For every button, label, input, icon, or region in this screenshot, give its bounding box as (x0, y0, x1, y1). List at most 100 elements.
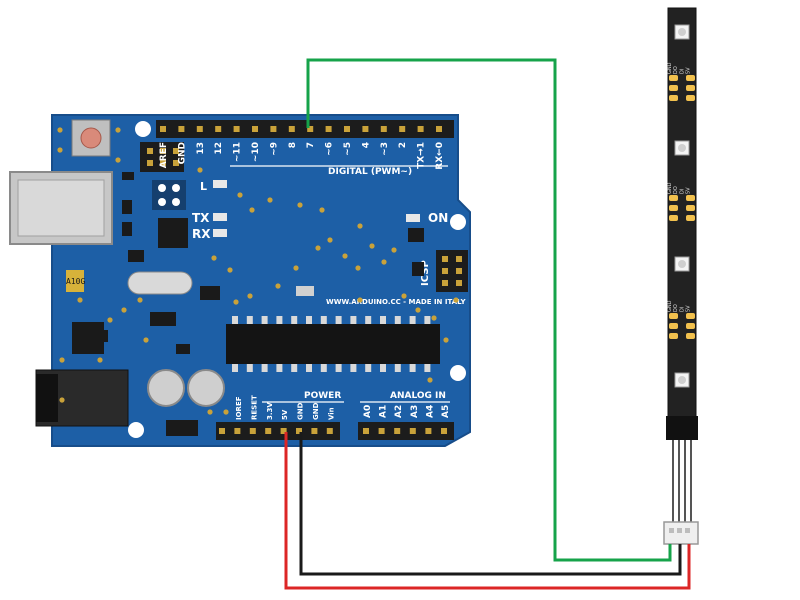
via (249, 207, 255, 213)
analog-pin-label: A0 (363, 405, 373, 418)
power-pin[interactable] (234, 428, 241, 434)
icsp-header (436, 250, 468, 292)
mounting-hole (135, 121, 151, 137)
power-pin-label: 5V (281, 409, 289, 420)
via (369, 243, 375, 249)
power-header-label: POWER (304, 391, 341, 401)
chip-pin (350, 364, 357, 372)
via (357, 223, 363, 229)
header-pin[interactable] (307, 126, 314, 132)
via (275, 283, 281, 289)
atmega-chip (226, 316, 440, 372)
status-leds (213, 180, 420, 237)
power-header (216, 422, 340, 440)
via (391, 247, 397, 253)
header-pin[interactable] (270, 126, 277, 132)
top-pin-label: 8 (288, 142, 298, 148)
header-pin[interactable] (178, 126, 185, 132)
via (381, 259, 387, 265)
header-pin[interactable] (417, 126, 424, 132)
via (357, 297, 363, 303)
capacitor (187, 369, 225, 407)
header-pin[interactable] (215, 126, 222, 132)
via (121, 307, 127, 313)
header-pin[interactable] (362, 126, 369, 132)
chip-pin (276, 364, 283, 372)
power-pin[interactable] (311, 428, 318, 434)
analog-pin[interactable] (394, 428, 401, 434)
analog-pin[interactable] (441, 428, 447, 434)
power-pin-label: 3.3V (266, 402, 274, 420)
header-pin[interactable] (325, 126, 332, 132)
top-pin-label: RX←0 (435, 142, 445, 170)
wire-ground[interactable] (299, 432, 682, 576)
via (315, 245, 321, 251)
power-pin[interactable] (249, 428, 256, 434)
smd-resistor (296, 286, 314, 296)
via (427, 377, 433, 383)
power-pin[interactable] (296, 428, 302, 434)
led-label-tx: TX (192, 211, 210, 225)
via (297, 202, 303, 208)
top-pin-label: ~5 (343, 142, 353, 156)
usb-connector-inner (17, 179, 105, 237)
chip-pin (232, 316, 238, 324)
power-pin-label: GND (312, 402, 320, 420)
header-pin[interactable] (252, 126, 258, 132)
header-pin[interactable] (344, 126, 350, 132)
chip-pin (350, 316, 357, 324)
top-pin-label: ~3 (380, 142, 390, 156)
chip-pin (320, 316, 327, 324)
top-pin-label: ~9 (269, 142, 279, 156)
digital-header (156, 120, 454, 138)
arduino-board: L TX RX ON A10G WWW.ARDUINO.CC - MADE IN… (9, 114, 471, 447)
header-pin[interactable] (399, 126, 406, 132)
analog-header (358, 422, 454, 440)
chip-pin (409, 316, 416, 324)
top-pin-label: 7 (306, 142, 316, 148)
test-pads (152, 180, 186, 210)
chip-pin (306, 364, 312, 372)
via (237, 192, 243, 198)
chip-pin (261, 364, 268, 372)
analog-pin-label: A1 (379, 405, 389, 418)
header-pin[interactable] (436, 126, 442, 132)
header-pin[interactable] (288, 126, 295, 132)
analog-pin[interactable] (409, 428, 416, 434)
header-pin[interactable] (196, 126, 203, 132)
wire-data[interactable] (306, 58, 672, 562)
via (227, 267, 233, 273)
chip-pin (261, 316, 268, 324)
analog-pin[interactable] (363, 428, 369, 434)
via (342, 253, 348, 259)
analog-pin[interactable] (378, 428, 385, 434)
power-pin[interactable] (219, 428, 225, 434)
header-pin[interactable] (160, 126, 166, 132)
strip-pad-label: GND (667, 300, 673, 312)
chip-pin (424, 364, 431, 372)
via (247, 293, 253, 299)
wire-power[interactable] (284, 432, 691, 590)
chip-pin (320, 364, 327, 372)
chip-pin (246, 364, 253, 372)
strip-pad-label: DO (673, 66, 679, 74)
strip-pad-label: DO (673, 304, 679, 312)
chip-pin (365, 364, 372, 372)
analog-pin[interactable] (425, 428, 432, 434)
header-pin[interactable] (233, 126, 240, 132)
power-pin-label: GND (297, 402, 305, 420)
via (143, 337, 149, 343)
header-pin[interactable] (380, 126, 387, 132)
power-pin[interactable] (280, 428, 287, 434)
vias (57, 127, 459, 415)
power-pin[interactable] (326, 428, 333, 434)
analog-pin-label: A2 (394, 405, 404, 418)
chip-pin (394, 364, 401, 372)
via (293, 265, 299, 271)
via (57, 147, 63, 153)
via (107, 317, 113, 323)
chip-pin (335, 316, 342, 324)
power-pin[interactable] (265, 428, 272, 434)
